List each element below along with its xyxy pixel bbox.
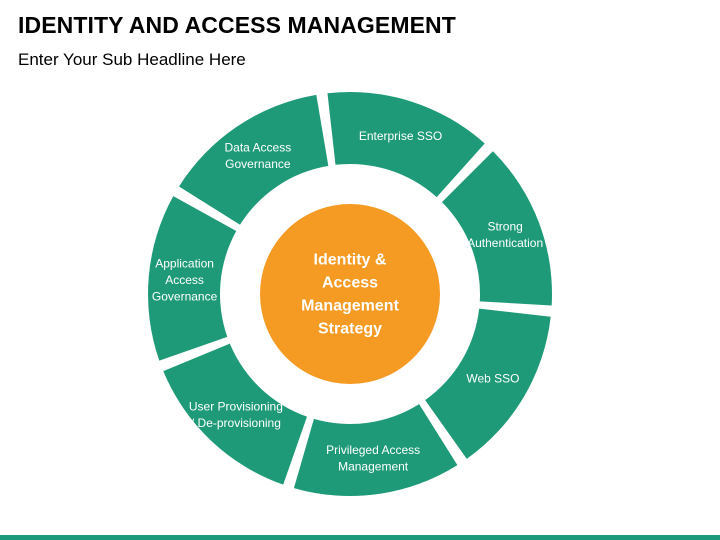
segment-group [147,92,552,497]
segment-label-enterprise-sso: Enterprise SSO [359,129,442,143]
page-title: IDENTITY AND ACCESS MANAGEMENT [18,12,456,38]
center-label-line: Strategy [318,321,382,338]
segment-label-line: Strong [487,220,522,234]
segment-data-access-governance [179,94,329,225]
bottom-accent-bar [0,535,720,540]
segment-label-line: Data Access [225,141,292,155]
center-label-line: Management [301,298,399,315]
segment-label-user-provisioning-de-provisioning: User Provisioning / De-provisioning [189,399,283,430]
segment-web-sso [425,308,551,459]
segment-enterprise-sso [327,92,485,198]
segment-label-line: Governance [225,157,291,171]
segment-label-line: User Provisioning [189,399,283,413]
center-label-line: Access [322,275,378,292]
segment-label-line: Management [338,460,409,474]
segment-label-line: Enterprise SSO [359,129,442,143]
segment-label-line: Access [165,273,204,287]
segment-application-access-governance [147,196,237,361]
segment-strong-authentication [441,151,552,306]
center-label-line: Identity & [314,252,387,269]
segment-privileged-access-management [293,404,458,497]
center-circle [260,204,440,384]
segment-label-line: / De-provisioning [191,416,281,430]
segment-label-line: Governance [152,289,218,303]
segment-label-line: Privileged Access [326,443,420,457]
page-subtitle: Enter Your Sub Headline Here [18,50,246,69]
segment-user-provisioning-de-provisioning [163,343,308,485]
segment-label-web-sso: Web SSO [466,371,519,385]
segment-label-line: Authentication [467,236,543,250]
segment-label-line: Application [155,256,214,270]
segment-label-line: Web SSO [466,371,519,385]
